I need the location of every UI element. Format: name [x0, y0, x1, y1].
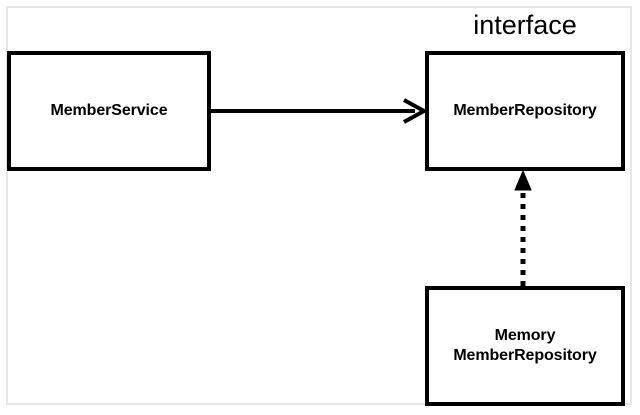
class-box-memory-member-repository-label: Memory MemberRepository	[453, 326, 597, 364]
class-box-member-repository[interactable]: MemberRepository	[425, 51, 625, 171]
interface-stereotype-label: interface	[473, 10, 577, 40]
class-box-memory-member-repository[interactable]: Memory MemberRepository	[425, 286, 625, 406]
class-box-member-service[interactable]: MemberService	[7, 51, 211, 171]
class-box-member-repository-label: MemberRepository	[453, 101, 597, 119]
class-box-member-service-label: MemberService	[50, 101, 168, 119]
